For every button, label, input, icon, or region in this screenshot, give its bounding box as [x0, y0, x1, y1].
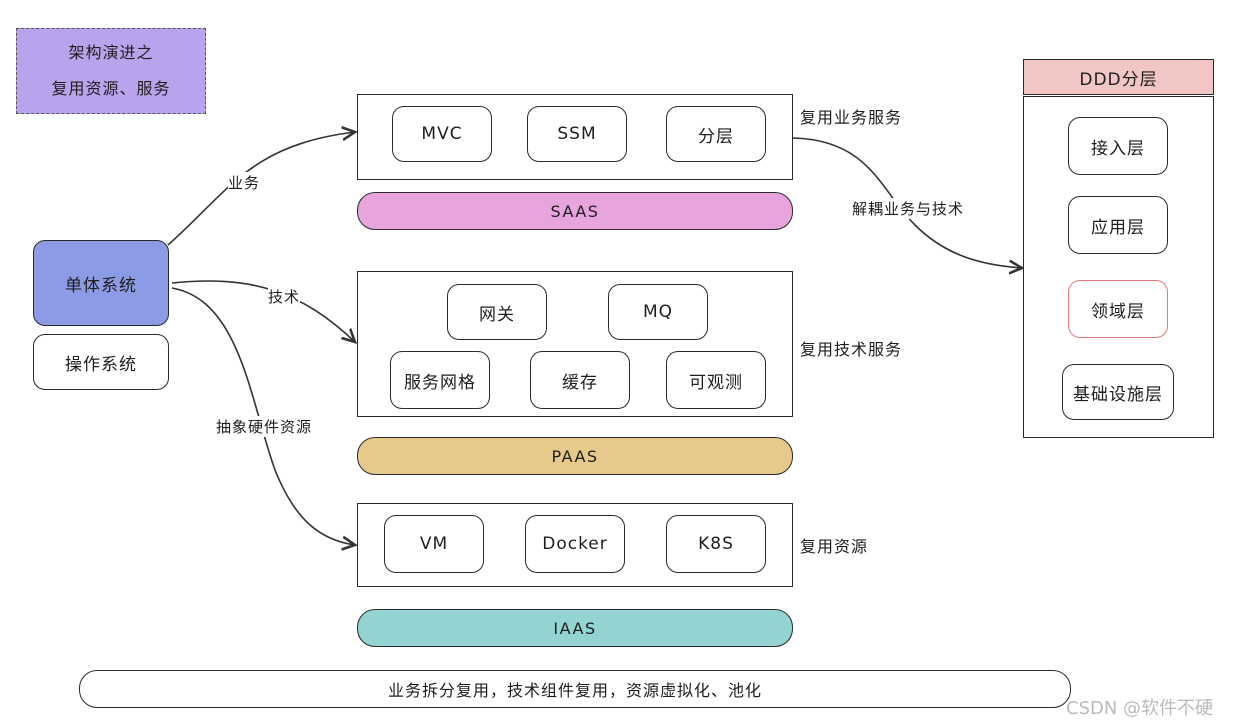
paas-item-label: 服务网格 — [404, 372, 476, 393]
edge-label-hardware: 抽象硬件资源 — [216, 416, 313, 437]
saas-item-mvc[interactable]: MVC — [392, 106, 492, 162]
paas-bar: PAAS — [357, 437, 793, 475]
os-box[interactable]: 操作系统 — [33, 334, 169, 390]
iaas-item-k8s[interactable]: K8S — [666, 515, 766, 573]
iaas-item-label: VM — [419, 534, 449, 554]
paas-item-gateway[interactable]: 网关 — [447, 284, 547, 340]
saas-item-layered[interactable]: 分层 — [666, 106, 766, 162]
iaas-item-docker[interactable]: Docker — [525, 515, 625, 573]
edge-business — [167, 132, 355, 246]
iaas-item-vm[interactable]: VM — [384, 515, 484, 573]
paas-item-observability[interactable]: 可观测 — [666, 351, 766, 409]
title-note-line1: 架构演进之 — [68, 43, 154, 62]
monolith-label: 单体系统 — [65, 275, 137, 296]
ddd-title: DDD分层 — [1023, 59, 1214, 95]
iaas-bar: IAAS — [357, 609, 793, 647]
ddd-layer-label: 应用层 — [1091, 217, 1145, 238]
paas-item-cache[interactable]: 缓存 — [530, 351, 630, 409]
saas-item-ssm[interactable]: SSM — [527, 106, 627, 162]
paas-item-label: MQ — [642, 302, 674, 322]
ddd-layer-application[interactable]: 应用层 — [1068, 196, 1168, 254]
saas-group-label: 复用业务服务 — [800, 108, 903, 127]
iaas-item-label: K8S — [698, 534, 734, 554]
ddd-layer-domain[interactable]: 领域层 — [1068, 280, 1168, 338]
saas-bar: SAAS — [357, 192, 793, 230]
ddd-layer-label: 接入层 — [1091, 138, 1145, 159]
ddd-layer-access[interactable]: 接入层 — [1068, 117, 1168, 175]
paas-item-label: 网关 — [479, 304, 515, 325]
ddd-layer-label: 基础设施层 — [1073, 384, 1163, 405]
edge-label-decouple: 解耦业务与技术 — [852, 198, 965, 219]
edge-decouple — [792, 137, 1022, 268]
ddd-layer-infrastructure[interactable]: 基础设施层 — [1062, 364, 1174, 420]
ddd-layer-label: 领域层 — [1091, 301, 1145, 322]
paas-item-label: 可观测 — [689, 372, 743, 393]
edge-label-tech: 技术 — [268, 286, 301, 307]
title-note-line2: 复用资源、服务 — [51, 79, 171, 98]
paas-item-mq[interactable]: MQ — [608, 284, 708, 340]
paas-group-label: 复用技术服务 — [800, 340, 903, 359]
edge-label-business: 业务 — [228, 172, 261, 193]
ddd-title-label: DDD分层 — [1079, 69, 1158, 90]
edge-tech — [171, 280, 355, 342]
saas-item-label: 分层 — [698, 126, 734, 147]
paas-item-label: 缓存 — [562, 372, 598, 393]
paas-item-mesh[interactable]: 服务网格 — [390, 351, 490, 409]
iaas-group-label: 复用资源 — [800, 537, 869, 556]
paas-bar-label: PAAS — [551, 446, 599, 466]
monolith-box[interactable]: 单体系统 — [33, 240, 169, 326]
iaas-item-label: Docker — [542, 534, 608, 554]
saas-item-label: SSM — [557, 124, 597, 144]
summary-footer-text: 业务拆分复用，技术组件复用，资源虚拟化、池化 — [387, 681, 762, 700]
watermark: CSDN @软件不硬 — [1066, 698, 1214, 719]
summary-footer: 业务拆分复用，技术组件复用，资源虚拟化、池化 — [79, 670, 1071, 708]
saas-item-label: MVC — [421, 124, 463, 144]
saas-bar-label: SAAS — [550, 201, 600, 221]
iaas-bar-label: IAAS — [553, 618, 597, 638]
edge-hardware — [171, 287, 355, 545]
os-label: 操作系统 — [65, 354, 137, 375]
title-note: 架构演进之 复用资源、服务 — [16, 28, 206, 114]
